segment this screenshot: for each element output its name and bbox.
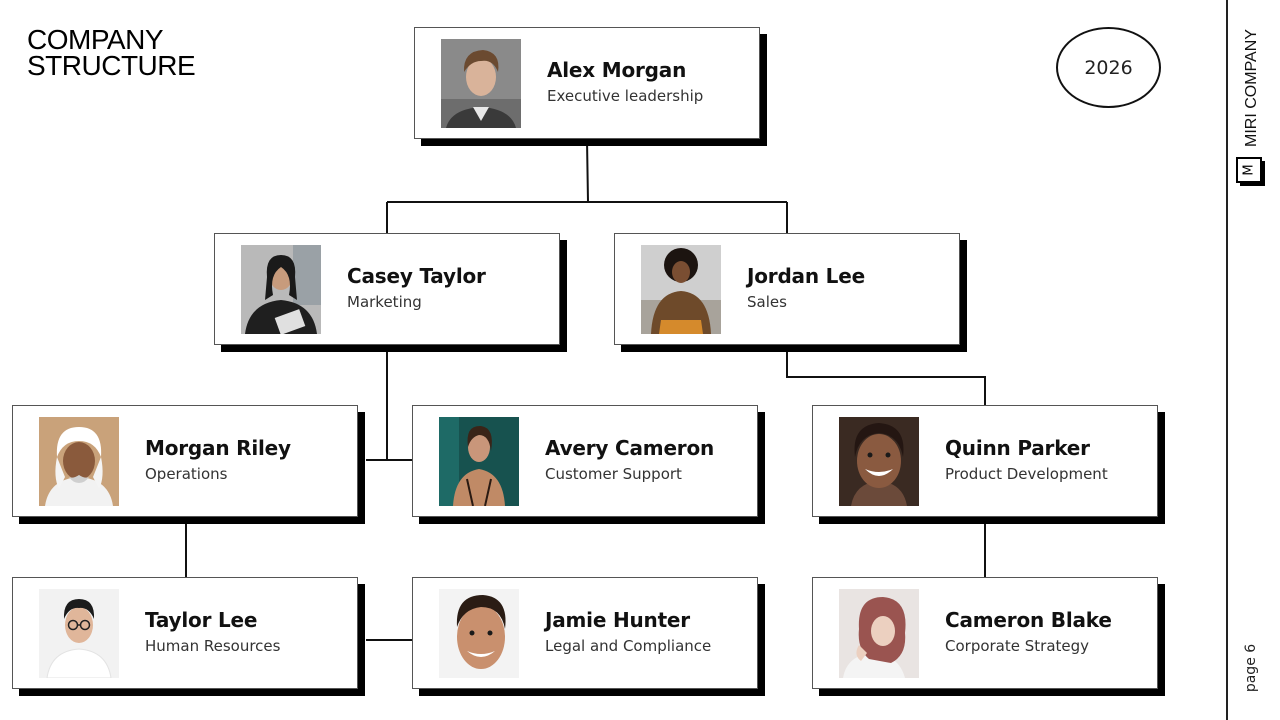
portrait-woman-hijab-photo — [839, 589, 919, 678]
portrait-woman-black-top-photo — [241, 245, 321, 334]
org-card-taylor-lee[interactable]: Taylor Lee Human Resources — [12, 577, 358, 689]
portrait-woman-smiling-photo — [839, 417, 919, 506]
person-name: Jordan Lee — [747, 264, 865, 288]
portrait-man-brown-hair-photo — [441, 39, 521, 128]
person-name: Taylor Lee — [145, 608, 258, 632]
page-title: COMPANY STRUCTURE — [27, 24, 196, 81]
org-card-jamie-hunter[interactable]: Jamie Hunter Legal and Compliance — [412, 577, 758, 689]
person-role: Product Development — [945, 465, 1108, 483]
org-chart-connectors — [185, 139, 986, 641]
person-role: Legal and Compliance — [545, 637, 712, 655]
page-title-line-2: STRUCTURE — [27, 50, 196, 81]
person-role: Executive leadership — [547, 87, 704, 105]
portrait-woman-teal-background-photo — [439, 417, 519, 506]
page-number: page 6 — [1243, 643, 1259, 693]
person-role: Operations — [145, 465, 228, 483]
person-name: Jamie Hunter — [545, 608, 690, 632]
portrait-woman-curly-hair-photo — [641, 245, 721, 334]
org-card-cameron-blake[interactable]: Cameron Blake Corporate Strategy — [812, 577, 1158, 689]
org-card-quinn-parker[interactable]: Quinn Parker Product Development — [812, 405, 1158, 517]
person-name: Alex Morgan — [547, 58, 687, 82]
page-title-line-1: COMPANY — [27, 24, 164, 55]
person-role: Sales — [747, 293, 787, 311]
org-card-avery-cameron[interactable]: Avery Cameron Customer Support — [412, 405, 758, 517]
person-role: Corporate Strategy — [945, 637, 1090, 655]
year-label: 2026 — [1084, 56, 1133, 79]
person-name: Avery Cameron — [545, 436, 715, 460]
brand-logo-letter: M — [1242, 164, 1257, 175]
org-card-morgan-riley[interactable]: Morgan Riley Operations — [12, 405, 358, 517]
connector-casey-to-reports — [366, 345, 413, 461]
person-name: Cameron Blake — [945, 608, 1112, 632]
brand-name: MIRI COMPANY — [1243, 29, 1260, 147]
portrait-man-smiling-photo — [439, 589, 519, 678]
portrait-man-white-headscarf-photo — [39, 417, 119, 506]
org-card-casey-taylor[interactable]: Casey Taylor Marketing — [214, 233, 560, 345]
org-card-alex-morgan[interactable]: Alex Morgan Executive leadership — [414, 27, 760, 139]
brand-logo-icon: M — [1236, 157, 1265, 186]
person-role: Customer Support — [545, 465, 682, 483]
connector-jordan-to-quinn — [786, 345, 986, 405]
person-name: Casey Taylor — [347, 264, 486, 288]
person-role: Human Resources — [145, 637, 281, 655]
person-name: Quinn Parker — [945, 436, 1090, 460]
sidebar-divider — [1226, 0, 1228, 720]
person-role: Marketing — [347, 293, 422, 311]
connector-ceo-to-managers — [386, 139, 788, 233]
portrait-man-glasses-photo — [39, 589, 119, 678]
person-name: Morgan Riley — [145, 436, 291, 460]
org-card-jordan-lee[interactable]: Jordan Lee Sales — [614, 233, 960, 345]
year-badge: 2026 — [1056, 27, 1161, 108]
